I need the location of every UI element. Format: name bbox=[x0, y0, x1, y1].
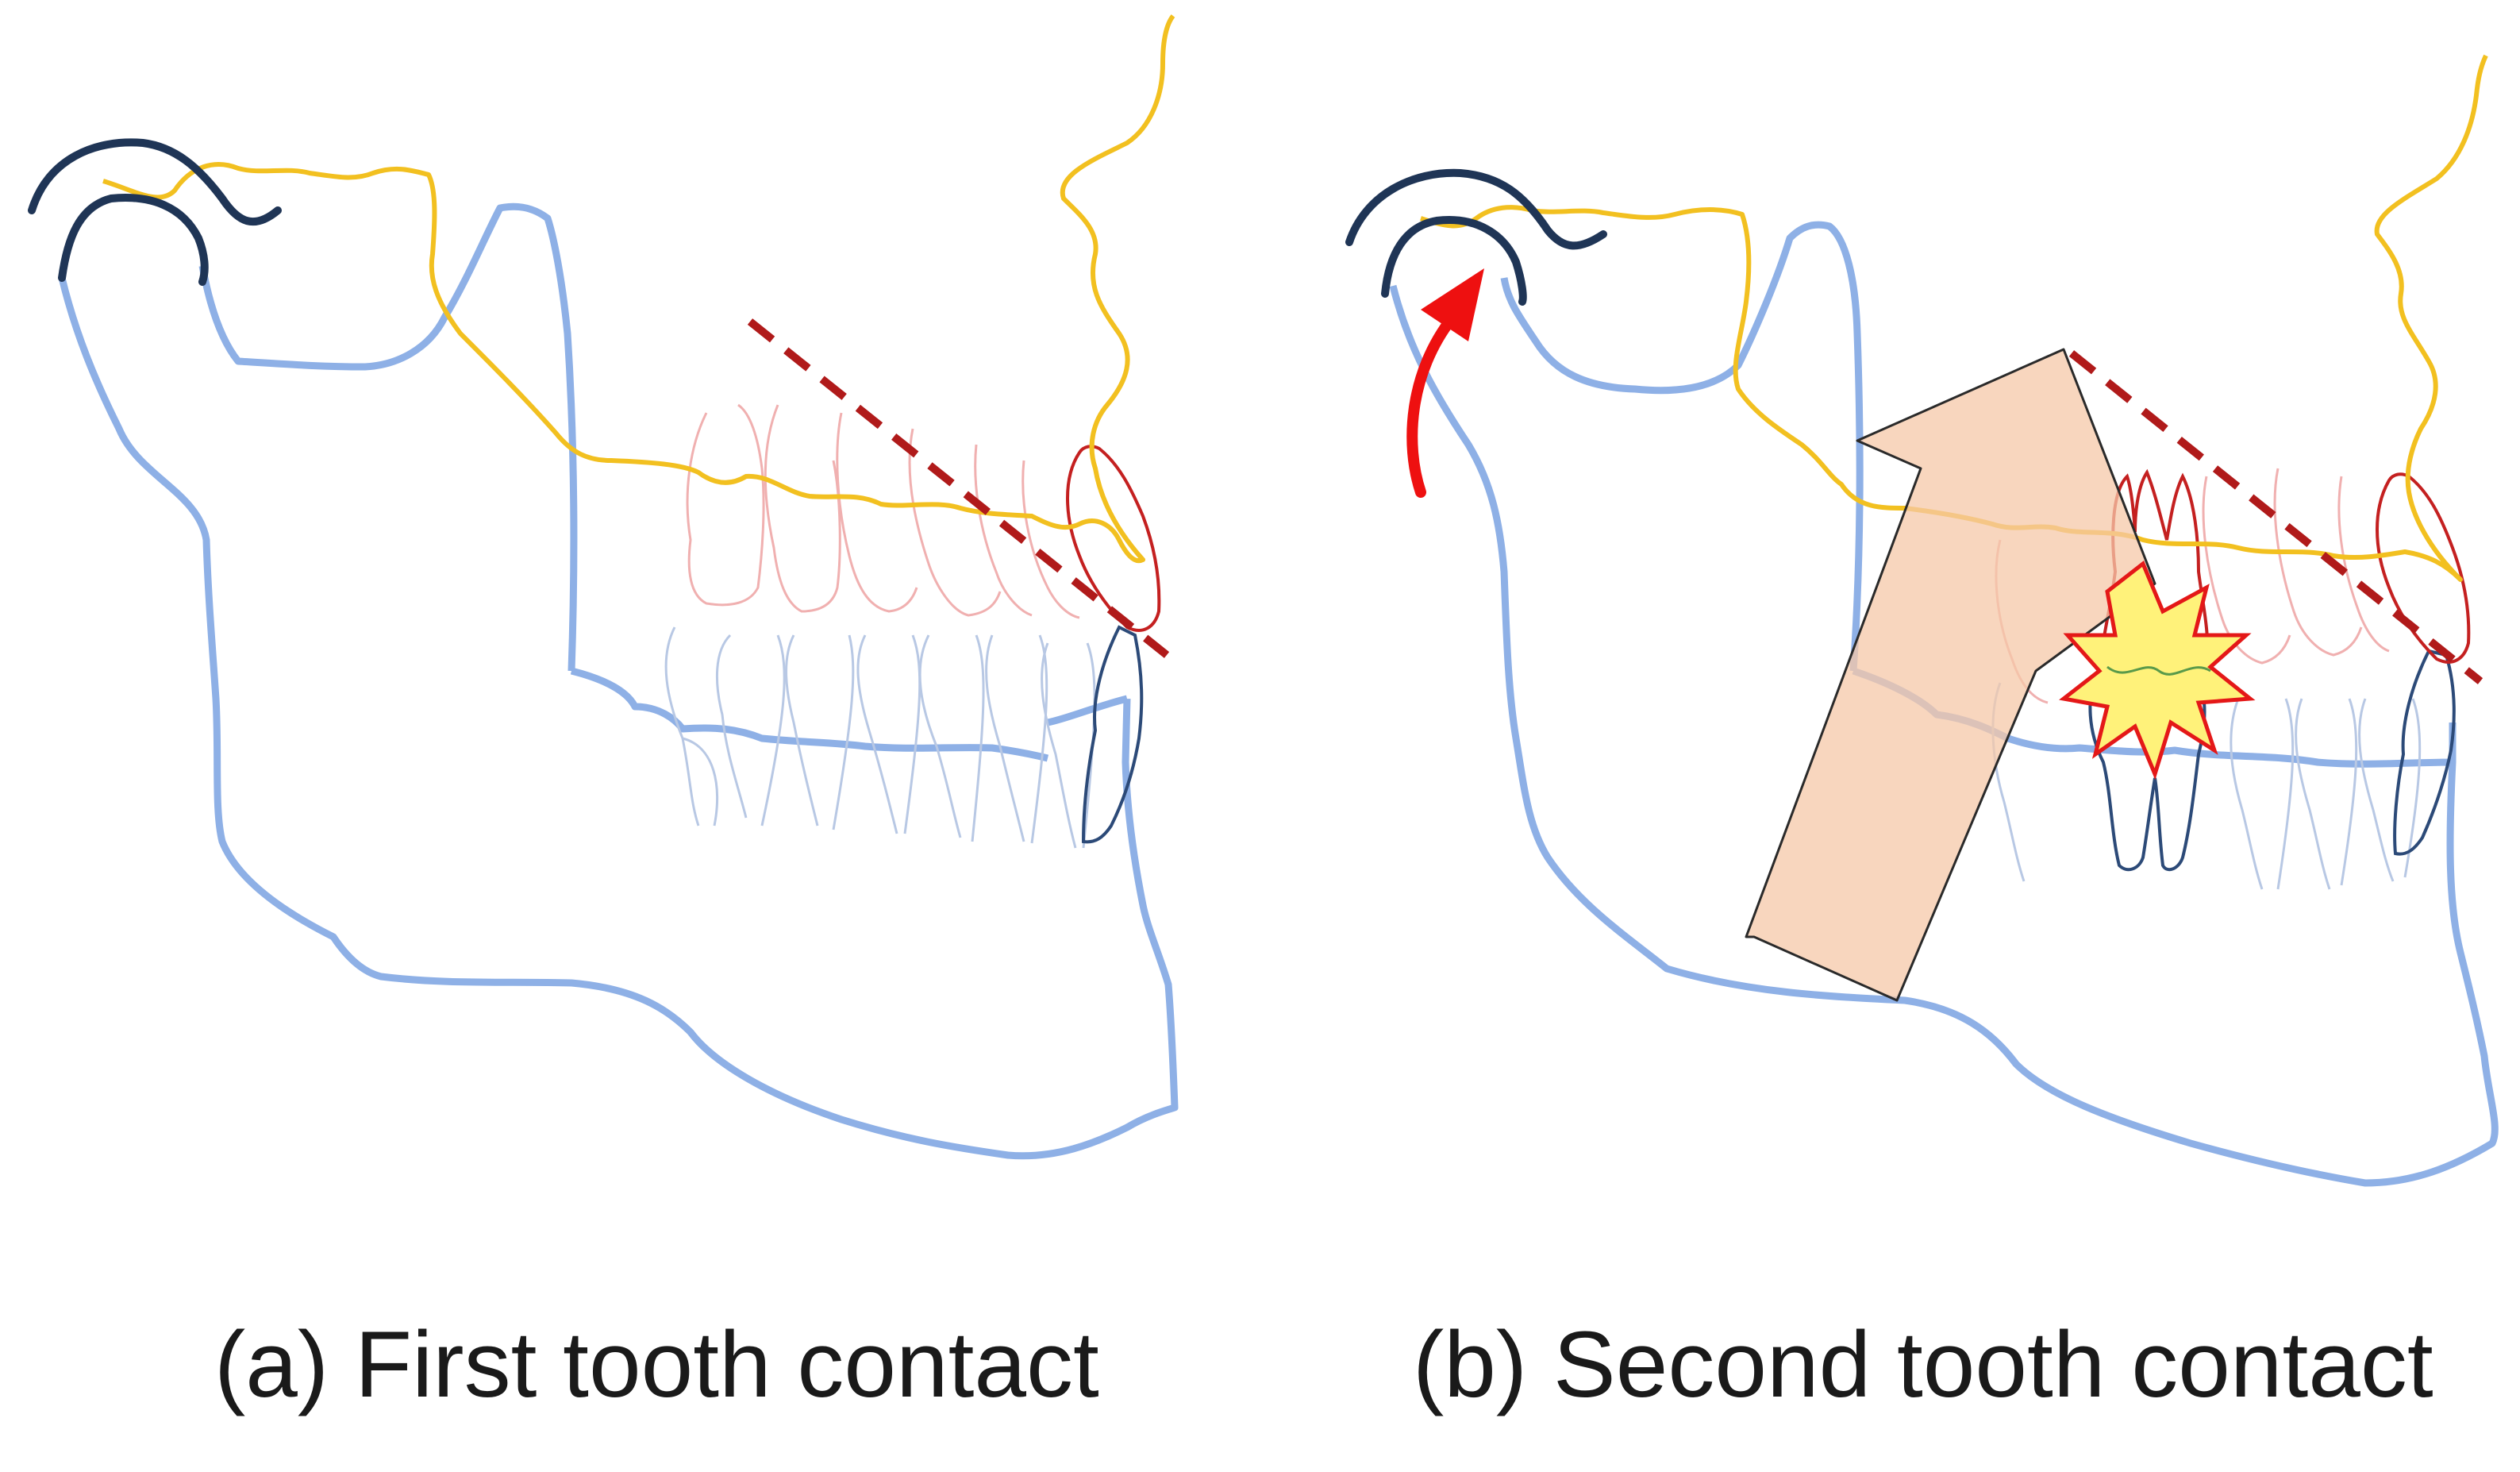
mandible-outline bbox=[58, 202, 1179, 1160]
curved-arrow-icon bbox=[1406, 312, 1458, 498]
lower-incisor bbox=[2393, 649, 2456, 856]
lower-incisor bbox=[1081, 625, 1144, 844]
condyle-head bbox=[58, 194, 209, 286]
glenoid-fossa bbox=[1345, 168, 1607, 250]
curved-arrow-icon-head bbox=[1421, 268, 1484, 341]
lower-teeth bbox=[1991, 682, 2422, 890]
occlusal-plane-line bbox=[747, 318, 1170, 658]
panel-b bbox=[1345, 54, 2499, 1187]
caption-panel-a: (a) First tooth contact bbox=[214, 1312, 1099, 1417]
upper-teeth bbox=[686, 403, 1080, 619]
burst-contact-line bbox=[2106, 665, 2211, 676]
upper-incisor bbox=[2376, 472, 2471, 664]
condyle-head bbox=[1381, 216, 1527, 306]
maxilla-outline bbox=[102, 14, 1175, 564]
panel-a bbox=[28, 14, 1179, 1160]
lower-teeth bbox=[664, 626, 1096, 849]
caption-panel-b: (b) Second tooth contact bbox=[1413, 1312, 2433, 1417]
bent-arrow-icon bbox=[1745, 348, 2156, 1002]
upper-incisor bbox=[1066, 445, 1161, 632]
occlusal-plane-line bbox=[2068, 350, 2483, 684]
glenoid-fossa bbox=[28, 138, 282, 226]
